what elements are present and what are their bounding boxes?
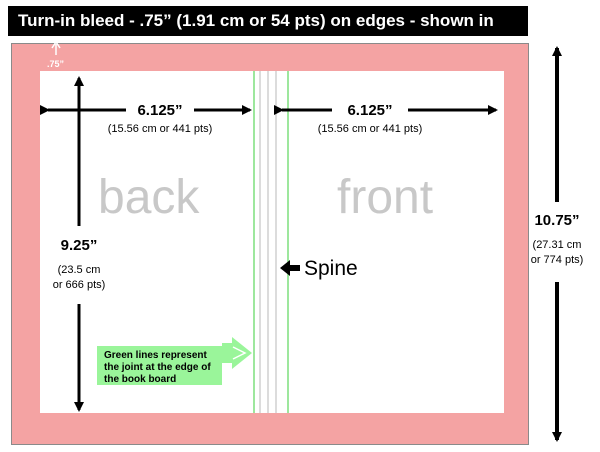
callout-line2: the joint at the edge of — [104, 362, 211, 373]
bleed-label: .75” — [47, 59, 64, 69]
inner-height-line1: (23.5 cm — [58, 264, 101, 276]
total-height-line1: (27.31 cm — [533, 239, 582, 251]
back-width-sub: (15.56 cm or 441 pts) — [108, 123, 213, 135]
callout-line3: the book board — [104, 374, 176, 385]
bleed-arrow — [51, 40, 61, 55]
front-label: front — [337, 171, 433, 224]
front-width: 6.125” — [347, 102, 392, 119]
spine-label: Spine — [304, 257, 358, 280]
inner-height-line2: or 666 pts) — [53, 279, 106, 291]
total-height-value: 10.75” — [534, 212, 579, 229]
front-width-sub: (15.56 cm or 441 pts) — [318, 123, 423, 135]
back-label: back — [98, 171, 200, 224]
callout-line1: Green lines represent — [104, 350, 207, 361]
spine-lines — [259, 71, 277, 413]
joint-callout — [97, 337, 252, 385]
spine-pointer-arrow — [280, 260, 300, 276]
inner-height-value: 9.25” — [61, 237, 98, 254]
back-width: 6.125” — [137, 102, 182, 119]
joint-lines — [253, 71, 289, 413]
total-height-line2: or 774 pts) — [531, 254, 584, 266]
